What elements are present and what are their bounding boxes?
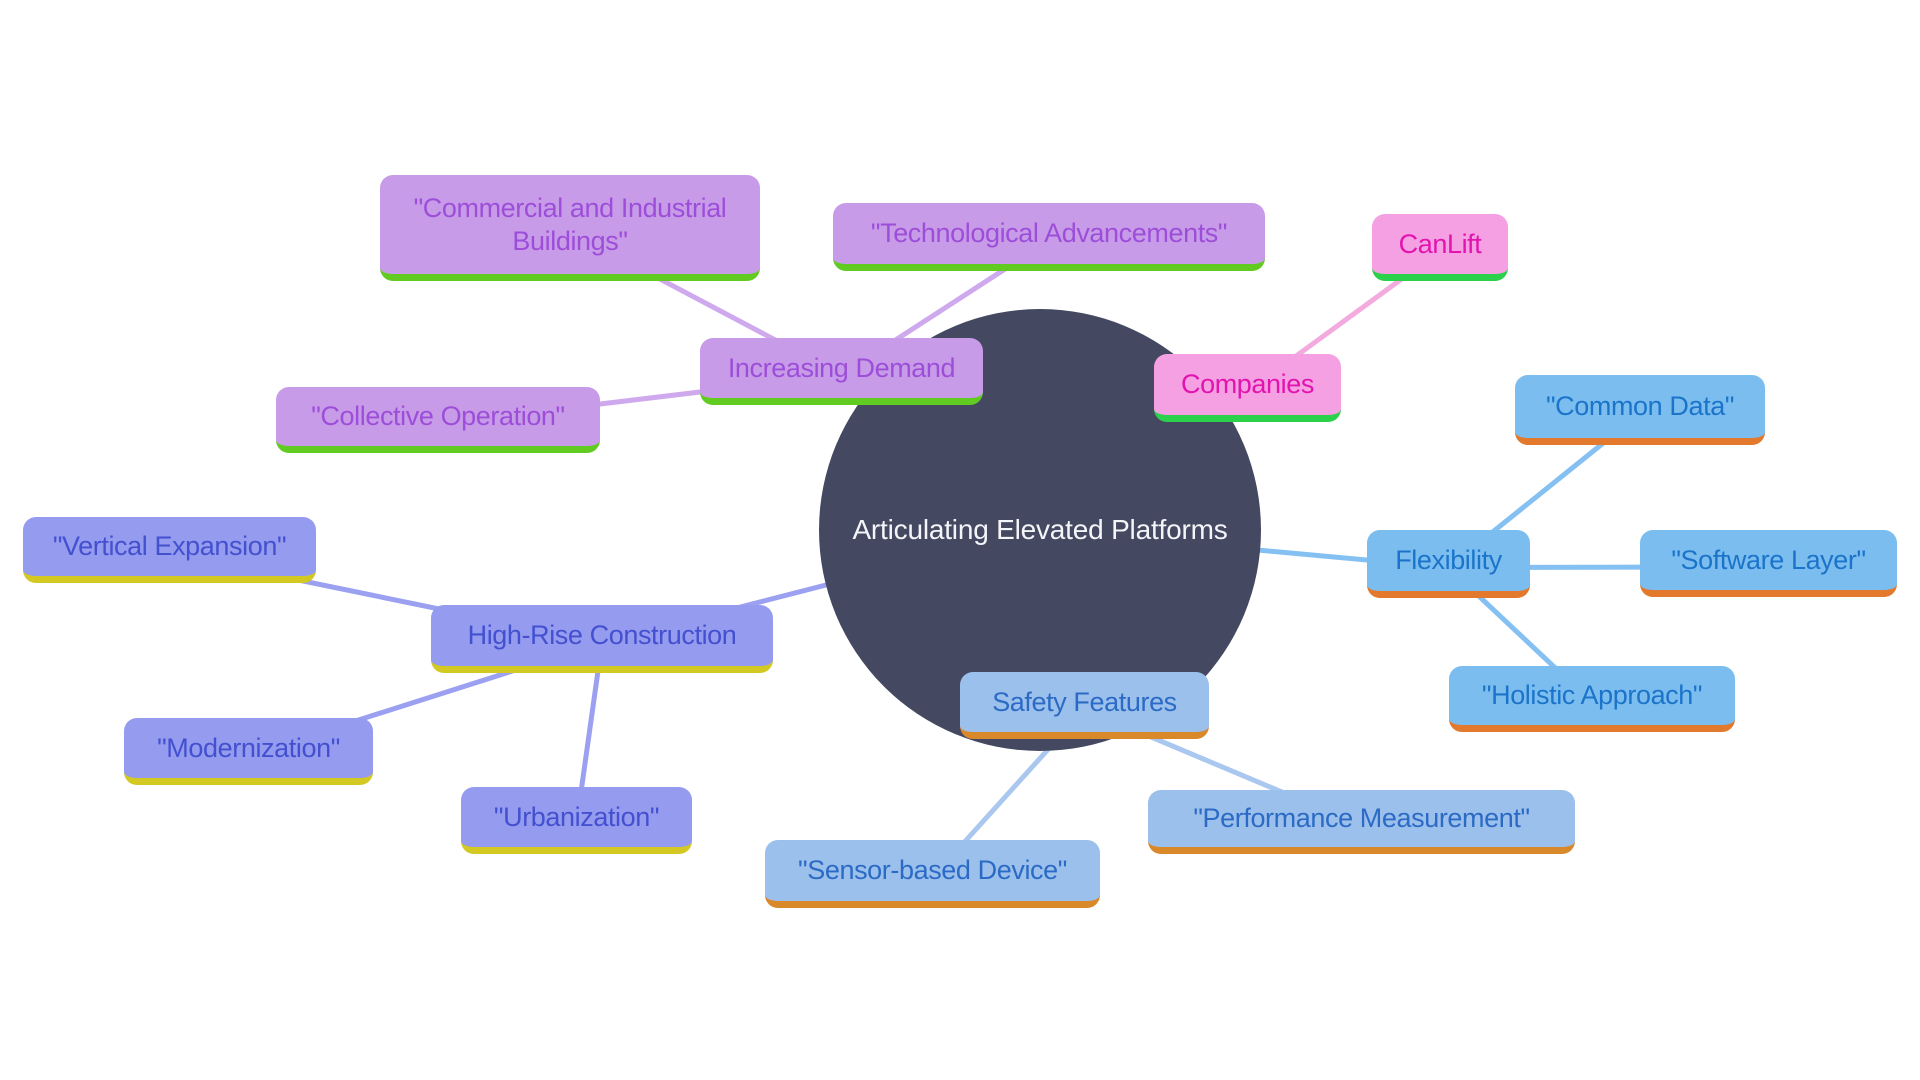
node-label: "Urbanization" bbox=[493, 801, 660, 832]
node-label: "Sensor-based Device" bbox=[798, 855, 1067, 886]
node-label: "Collective Operation" bbox=[311, 401, 565, 432]
node-urbanization[interactable]: "Urbanization" bbox=[461, 787, 692, 854]
node-label: "Vertical Expansion" bbox=[52, 531, 287, 562]
node-software-layer[interactable]: "Software Layer" bbox=[1640, 530, 1897, 597]
node-canlift[interactable]: CanLift bbox=[1372, 214, 1508, 281]
node-collective-operation[interactable]: "Collective Operation" bbox=[276, 387, 600, 453]
node-holistic-approach[interactable]: "Holistic Approach" bbox=[1449, 666, 1735, 732]
node-label: "Technological Advancements" bbox=[870, 218, 1228, 249]
central-topic-label: Articulating Elevated Platforms bbox=[852, 514, 1228, 545]
node-technological-advancements[interactable]: "Technological Advancements" bbox=[833, 203, 1265, 271]
node-increasing-demand[interactable]: Increasing Demand bbox=[700, 338, 983, 405]
node-label: Increasing Demand bbox=[727, 352, 956, 383]
node-label: "Common Data" bbox=[1545, 391, 1735, 422]
node-label: Flexibility bbox=[1395, 545, 1502, 576]
node-flexibility[interactable]: Flexibility bbox=[1367, 530, 1530, 598]
node-vertical-expansion[interactable]: "Vertical Expansion" bbox=[23, 517, 316, 583]
node-label: "Performance Measurement" bbox=[1193, 803, 1530, 834]
node-label: Safety Features bbox=[992, 686, 1177, 717]
node-label: High-Rise Construction bbox=[467, 620, 737, 651]
node-label: "Software Layer" bbox=[1671, 544, 1866, 575]
node-safety-features[interactable]: Safety Features bbox=[960, 672, 1209, 739]
node-common-data[interactable]: "Common Data" bbox=[1515, 375, 1765, 445]
node-performance-measurement[interactable]: "Performance Measurement" bbox=[1148, 790, 1575, 854]
node-sensor-based-device[interactable]: "Sensor-based Device" bbox=[765, 840, 1100, 908]
node-high-rise-construction[interactable]: High-Rise Construction bbox=[431, 605, 773, 673]
node-label: CanLift bbox=[1398, 228, 1482, 259]
node-modernization[interactable]: "Modernization" bbox=[124, 718, 373, 785]
node-label: "Commercial and Industrial Buildings" bbox=[413, 192, 727, 256]
node-commercial-and-industrial-buildings[interactable]: "Commercial and Industrial Buildings" bbox=[380, 175, 760, 281]
node-label: Companies bbox=[1181, 369, 1314, 400]
node-label: "Modernization" bbox=[157, 732, 340, 763]
node-companies[interactable]: Companies bbox=[1154, 354, 1341, 422]
node-label: "Holistic Approach" bbox=[1481, 680, 1703, 711]
